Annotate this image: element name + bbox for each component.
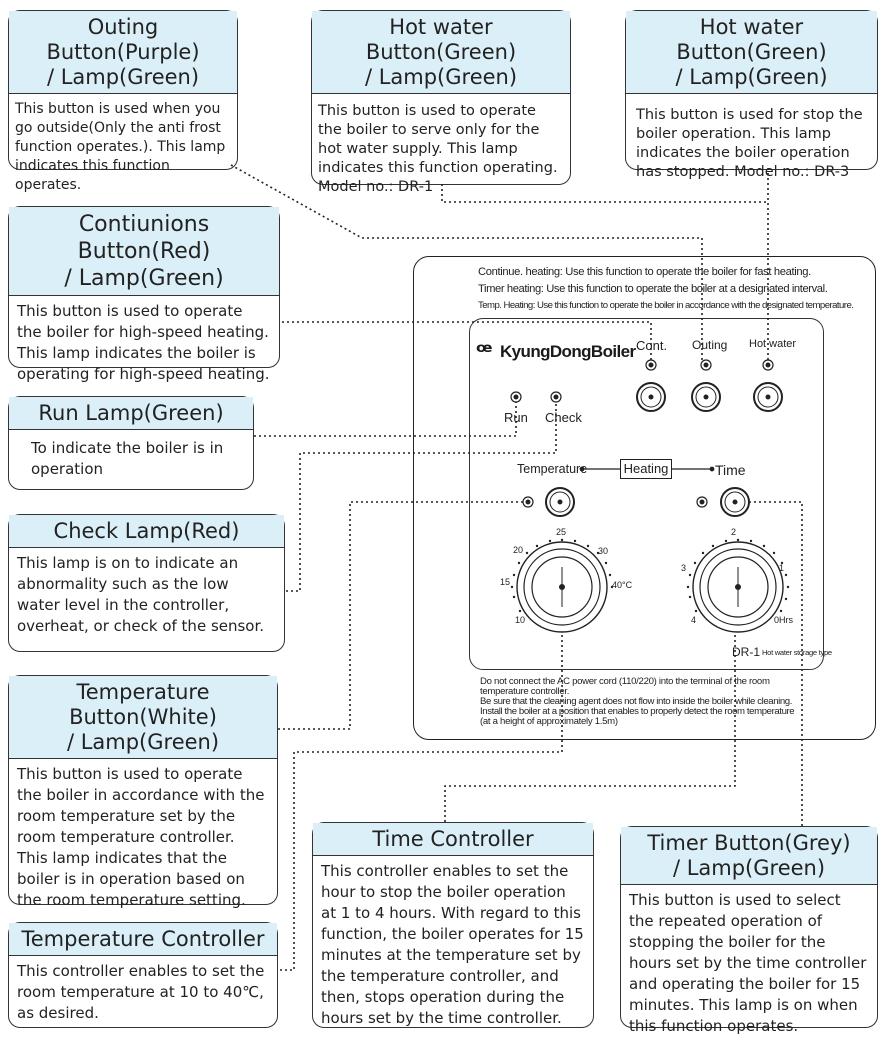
time-label: Time <box>715 462 746 478</box>
callout-title: Temperature Button(White) / Lamp(Green) <box>9 676 277 759</box>
leader-time-controller <box>444 590 736 822</box>
time-tick-4: 4 <box>691 615 697 625</box>
temperature-knob <box>516 541 608 633</box>
heating-label-box: Heating <box>620 459 672 479</box>
temp-tick-10: 10 <box>515 615 526 625</box>
callout-timer-button: Timer Button(Grey) / Lamp(Green) This bu… <box>620 826 878 1035</box>
panel-bottom-note-5: (at a height of approximately 1.5m) <box>480 716 618 727</box>
callout-body: This button is used to operate the boile… <box>17 302 270 383</box>
callout-body: This button is used to operate the boile… <box>318 103 558 195</box>
model-label: DR-1 <box>732 645 761 659</box>
callout-run-lamp: Run Lamp(Green) To indicate the boiler i… <box>8 396 254 490</box>
leader-hot-water-dr1 <box>441 184 769 360</box>
panel-bottom-note-4: Install the boiler at a position that en… <box>480 706 795 717</box>
callout-body: This button is used to select the repeat… <box>629 891 867 1035</box>
panel-note-temp: Temp. Heating: Use this function to oper… <box>478 300 854 311</box>
time-tick-2: 2 <box>731 527 737 537</box>
temperature-control <box>522 487 575 517</box>
brand-mark-icon: ꟹ <box>476 338 493 366</box>
callout-body: This button is used for stop the boiler … <box>636 107 863 180</box>
leader-check <box>286 397 557 592</box>
callout-temperature-controller: Temperature Controller This controller e… <box>8 922 278 1028</box>
brand-logo: ꟹ KyungDongBoiler <box>476 338 636 366</box>
temp-tick-25: 25 <box>556 527 567 537</box>
check-label: Check <box>545 410 582 425</box>
callout-title: Run Lamp(Green) <box>9 397 253 430</box>
callout-temperature-button: Temperature Button(White) / Lamp(Green) … <box>8 675 278 909</box>
leader-temperature-button <box>278 501 526 730</box>
temp-tick-20: 20 <box>513 545 524 555</box>
callout-outing: Outing Button(Purple) / Lamp(Green) This… <box>8 10 238 193</box>
hot-water-label: Hot water <box>749 338 797 350</box>
callout-title: Timer Button(Grey) / Lamp(Green) <box>621 827 877 885</box>
callout-title: Time Controller <box>313 823 593 856</box>
callout-body: This button is used to operate the boile… <box>17 765 265 909</box>
heating-label: Heating <box>623 461 669 476</box>
panel-bottom-note-3: Be sure that the cleaning agent does not… <box>480 696 793 707</box>
panel-bottom-note-2: temperature controller. <box>480 686 570 697</box>
time-tick-3: 3 <box>681 563 687 573</box>
callout-hot-water-dr1: Hot water Button(Green) / Lamp(Green) Th… <box>311 10 571 195</box>
panel-note-timer: Timer heating: Use this function to oper… <box>478 283 828 295</box>
time-tick-0hrs: 0Hrs <box>774 615 794 625</box>
cont-label: Cont. <box>636 338 668 353</box>
brand-name: KyungDongBoiler <box>500 342 636 361</box>
callout-body: This controller enables to set the room … <box>17 962 265 1022</box>
time-dial-ticks <box>686 538 790 613</box>
outing-label: Outing <box>692 338 728 352</box>
temp-tick-15: 15 <box>500 577 511 587</box>
leader-outing <box>230 164 703 360</box>
time-knob <box>692 541 784 633</box>
leader-temperature-controller <box>280 590 563 971</box>
cont-control <box>636 359 666 412</box>
callout-body: This lamp is on to indicate an abnormali… <box>17 554 265 635</box>
callout-check-lamp: Check Lamp(Red) This lamp is on to indic… <box>8 514 285 652</box>
callout-title: Check Lamp(Red) <box>9 515 284 548</box>
callout-body: This controller enables to set the hour … <box>321 862 584 1027</box>
callout-title: Hot water Button(Green) / Lamp(Green) <box>312 11 570 94</box>
panel-note-continue: Continue. heating: Use this function to … <box>478 266 811 278</box>
hot-water-control <box>753 359 783 412</box>
leader-continuous <box>282 321 652 360</box>
callout-title: Contiunions Button(Red) / Lamp(Green) <box>9 207 279 296</box>
temperature-dial-ticks <box>510 538 614 613</box>
leader-run <box>254 397 517 437</box>
run-lamp <box>510 391 522 403</box>
callout-title: Outing Button(Purple) / Lamp(Green) <box>9 11 237 94</box>
temperature-label: Temperature <box>517 462 588 476</box>
outing-control <box>691 359 721 412</box>
time-tick-1: 1 <box>779 563 785 573</box>
panel-bottom-note-1: Do not connect the AC power cord (110/22… <box>480 676 770 687</box>
callout-time-controller: Time Controller This controller enables … <box>312 822 594 1028</box>
callout-hot-water-dr3: Hot water Button(Green) / Lamp(Green) Th… <box>625 10 878 180</box>
callout-body: This button is used when you go outside(… <box>15 101 226 193</box>
callout-continuous: Contiunions Button(Red) / Lamp(Green) Th… <box>8 206 280 383</box>
timer-control <box>696 487 750 517</box>
callout-title: Hot water Button(Green) / Lamp(Green) <box>626 11 877 94</box>
temp-tick-40c: 40°C <box>612 580 633 590</box>
model-note: Hot water storage type <box>762 648 832 657</box>
temp-tick-30: 30 <box>598 546 609 556</box>
callout-title: Temperature Controller <box>9 923 277 956</box>
callout-body: To indicate the boiler is in operation <box>31 439 224 478</box>
check-lamp <box>550 391 562 403</box>
